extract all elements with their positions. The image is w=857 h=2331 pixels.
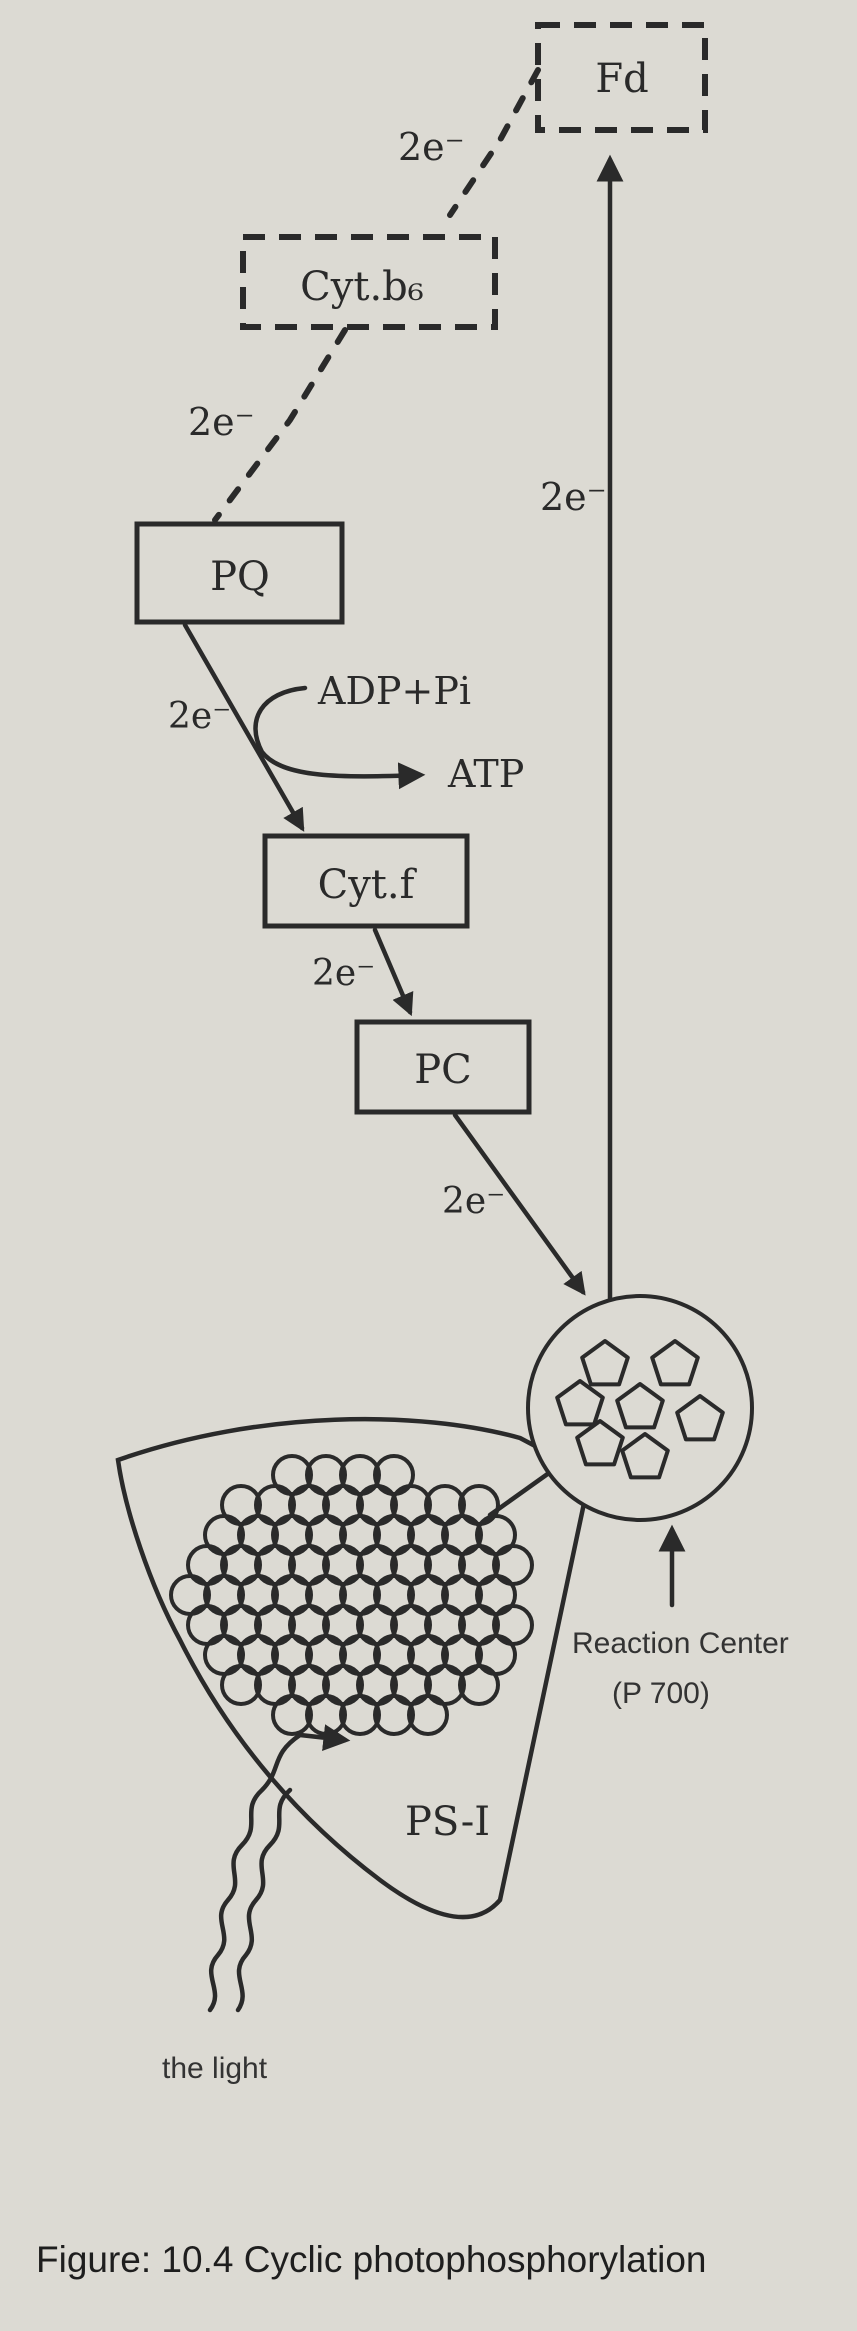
porphyrin-ring (620, 1432, 670, 1480)
pigment-molecule (458, 1664, 500, 1706)
pigment-molecule (339, 1694, 381, 1736)
light-wave-second-line (235, 1787, 293, 2013)
porphyrin-ring (675, 1394, 725, 1442)
reaction-center-to-fd-electron-label: 2e⁻ (540, 475, 607, 519)
reaction-center-p700 (526, 1294, 754, 1522)
atp-synthesis-curve-arrow (253, 685, 426, 790)
fd-to-cytb6-dashed-path (447, 67, 541, 218)
cytb6-box: Cyt.b₆ (240, 234, 498, 330)
reaction-center-sublabel: (P 700) (612, 1677, 710, 1710)
porphyrin-ring (575, 1419, 625, 1467)
fd-to-cytb6-electron-label: 2e⁻ (398, 125, 465, 169)
cytf-label: Cyt.f (318, 862, 418, 908)
porphyrin-ring (650, 1339, 700, 1387)
cytb6-to-pq-dashed-path (212, 327, 348, 523)
cytf-to-pc-electron-label: 2e⁻ (312, 953, 375, 994)
reaction-center-label: Reaction Center (572, 1627, 789, 1660)
adp-pi-label: ADP+Pi (317, 669, 471, 713)
pq-label: PQ (210, 554, 270, 600)
atp-label: ATP (447, 752, 524, 796)
pq-to-cytf-arrow (182, 622, 305, 832)
cytb6-to-pq-electron-label: 2e⁻ (188, 400, 255, 444)
cytf-to-pc-arrow (372, 927, 414, 1017)
porphyrin-ring (580, 1339, 630, 1387)
pigment-molecule-cluster (169, 1454, 534, 1736)
ps1-label: PS-I (405, 1799, 490, 1845)
light-wave-arrow (207, 1724, 351, 2013)
pc-to-reaction-center-electron-label: 2e⁻ (442, 1181, 505, 1222)
porphyrin-ring (615, 1382, 665, 1430)
ps1-antenna-complex (115, 1416, 593, 1920)
light-label: the light (162, 2052, 268, 2085)
porphyrin-ring (555, 1379, 605, 1427)
figure-caption: Figure: 10.4 Cyclic photophosphorylation (36, 2239, 707, 2280)
cytb6-label: Cyt.b₆ (300, 264, 424, 310)
reaction-center-pigment-rings (555, 1339, 725, 1480)
pc-to-reaction-center-arrow (452, 1112, 586, 1296)
pc-box: PC (354, 1019, 532, 1115)
fd-label: Fd (595, 56, 648, 102)
pigment-molecule (373, 1694, 415, 1736)
pc-label: PC (414, 1047, 472, 1093)
pq-box: PQ (134, 521, 345, 625)
fd-box: Fd (535, 22, 708, 133)
cytf-box: Cyt.f (262, 833, 470, 929)
pq-to-cytf-electron-label: 2e⁻ (168, 696, 231, 737)
pigment-molecule (271, 1694, 313, 1736)
pigment-molecule (407, 1694, 449, 1736)
pigment-molecule (220, 1664, 262, 1706)
